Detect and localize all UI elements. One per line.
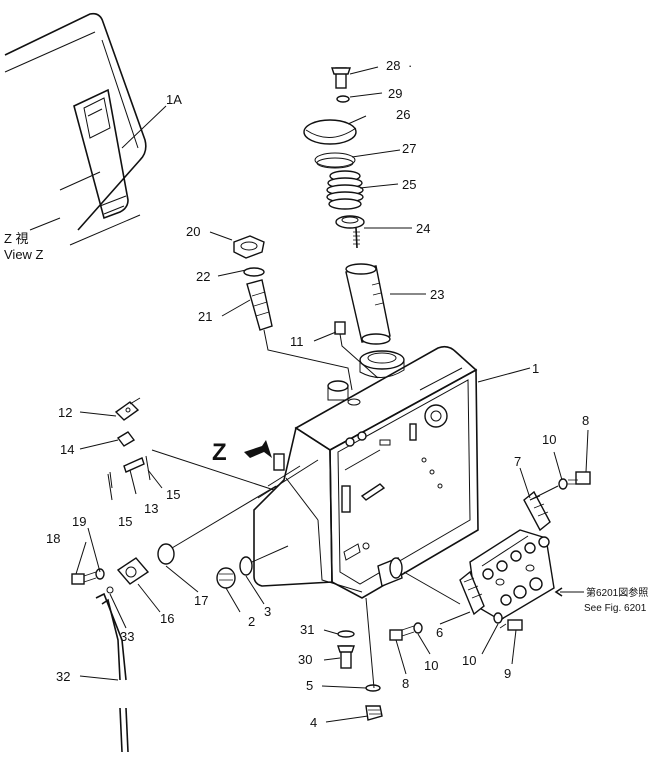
part-label-15-right: 15 xyxy=(166,487,180,502)
part-label-20: 20 xyxy=(186,224,200,239)
part-label-12: 12 xyxy=(58,405,72,420)
part-label-9: 9 xyxy=(504,666,511,681)
part-label-15-left: 15 xyxy=(118,514,132,529)
see-fig-jp: 第6201図参照 xyxy=(586,586,648,599)
part-label-24: 24 xyxy=(416,221,430,236)
view-label-jp: Z 視 xyxy=(4,231,29,246)
part-label-4: 4 xyxy=(310,715,317,730)
bracket-7 xyxy=(523,490,551,532)
part-label-30: 30 xyxy=(298,652,312,667)
part-label-14: 14 xyxy=(60,442,74,457)
bolt-8-lower xyxy=(389,622,423,641)
return-pipe xyxy=(95,586,129,753)
part-label-10-upper: 10 xyxy=(542,432,556,447)
bolt-11 xyxy=(334,321,379,379)
leader-lines xyxy=(75,66,589,723)
part-label-13: 13 xyxy=(144,501,158,516)
part-label-21: 21 xyxy=(198,309,212,324)
part-label-3: 3 xyxy=(264,604,271,619)
part-label-10-lower-right: 10 xyxy=(462,653,476,668)
bolt-8-upper xyxy=(529,471,591,501)
see-fig-en: See Fig. 6201 xyxy=(584,603,647,614)
part-label-11: 11 xyxy=(290,334,304,349)
filter-cap-stack xyxy=(303,67,365,249)
part-label-28-dot: · xyxy=(408,58,412,73)
part-label-23: 23 xyxy=(430,287,444,302)
part-label-10-lower-left: 10 xyxy=(424,658,438,673)
flange-assembly xyxy=(71,485,277,585)
part-label-16: 16 xyxy=(160,611,174,626)
part-label-33: 33 xyxy=(120,629,134,644)
view-z-inset xyxy=(4,12,167,246)
drain-stack xyxy=(337,597,383,721)
control-valve xyxy=(469,529,584,621)
hydraulic-tank xyxy=(253,345,479,605)
z-arrow-label: Z xyxy=(212,439,227,466)
bolt-9 xyxy=(493,612,523,631)
clip-assembly xyxy=(107,397,275,501)
part-label-2: 2 xyxy=(248,614,255,629)
part-label-26: 26 xyxy=(396,107,410,122)
part-label-8-upper: 8 xyxy=(582,413,589,428)
part-label-22: 22 xyxy=(196,269,210,284)
part-label-31: 31 xyxy=(300,622,314,637)
view-z-arrow xyxy=(244,440,272,458)
view-label-en: View Z xyxy=(4,247,44,262)
part-label-1A: 1A xyxy=(166,92,182,107)
part-label-6: 6 xyxy=(436,625,443,640)
part-label-8-lower: 8 xyxy=(402,676,409,691)
part-label-32: 32 xyxy=(56,669,70,684)
bracket-6 xyxy=(459,570,485,616)
part-label-19: 19 xyxy=(72,514,86,529)
part-label-18: 18 xyxy=(46,531,60,546)
part-label-7: 7 xyxy=(514,454,521,469)
drain-plug xyxy=(216,545,289,589)
breather xyxy=(233,235,353,391)
part-label-27: 27 xyxy=(402,141,416,156)
part-label-28: 28 xyxy=(386,58,400,73)
part-label-5: 5 xyxy=(306,678,313,693)
strainer xyxy=(345,263,391,345)
part-label-17: 17 xyxy=(194,593,208,608)
part-label-1: 1 xyxy=(532,361,539,376)
part-label-25: 25 xyxy=(402,177,416,192)
part-label-29: 29 xyxy=(388,86,402,101)
